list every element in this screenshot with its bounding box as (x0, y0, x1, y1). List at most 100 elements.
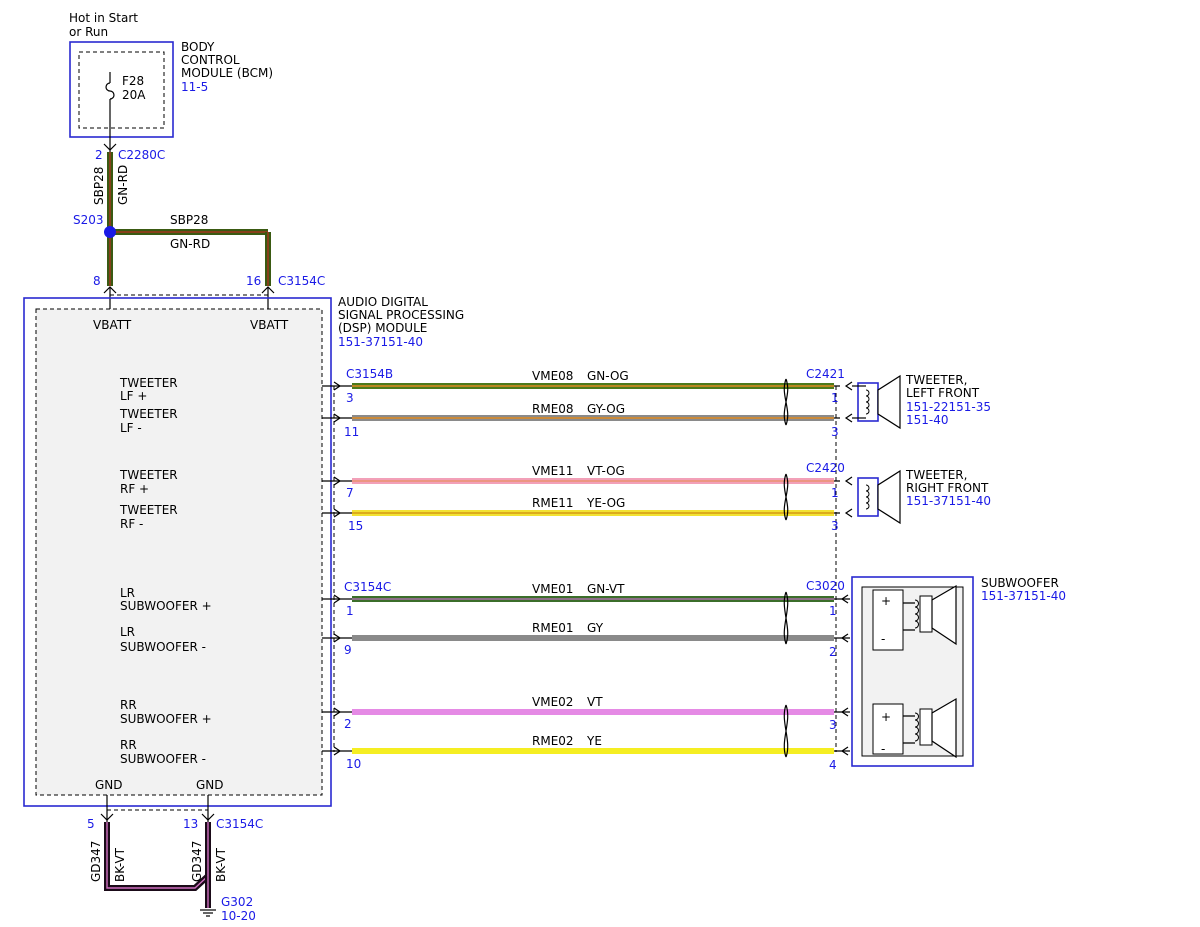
tweeter-right-front[interactable] (857, 469, 901, 525)
pin-label: 9 (344, 643, 352, 657)
sub-minus: - (881, 632, 885, 646)
circuit-label: VME01 (532, 582, 573, 596)
speaker-cone-icon (931, 584, 957, 646)
subwoofer-ref[interactable]: 151-37151-40 (981, 589, 1066, 603)
color-label: YE (586, 734, 602, 748)
circuit-label: VME08 (532, 369, 573, 383)
speaker-coil-icon (865, 484, 870, 510)
ground-ref[interactable]: 10-20 (221, 909, 256, 923)
dsp-name: SIGNAL PROCESSING (338, 308, 464, 322)
twisted-pair-icon (783, 473, 789, 521)
pin-label: 1 (831, 486, 839, 500)
tweeter-lf-ref[interactable]: 151-40 (906, 413, 949, 427)
connector-arrow-icon (100, 813, 114, 821)
ground-point[interactable]: G302 (221, 895, 253, 909)
pin-label: 4 (829, 758, 837, 772)
pin-label: 3 (346, 391, 354, 405)
label-rf-plus: RF + (120, 482, 149, 496)
bcm-connector[interactable]: C2280C (118, 148, 165, 162)
label-lr-plus: SUBWOOFER + (120, 599, 212, 613)
label-lf-minus: LF - (120, 421, 142, 435)
feed-connector[interactable]: C3154C (278, 274, 325, 288)
connector-c3020[interactable]: C3020 (806, 579, 845, 593)
bcm-name: MODULE (BCM) (181, 66, 273, 80)
wire-gd347[interactable] (104, 822, 211, 908)
subwoofer[interactable] (851, 576, 974, 767)
circuit-label: RME11 (532, 496, 574, 510)
feed-pin-a: 8 (93, 274, 101, 288)
tweeter-lf-ref[interactable]: 151-22151-35 (906, 400, 991, 414)
label-rf-minus: TWEETER (119, 503, 178, 517)
label-rr-minus: SUBWOOFER - (120, 752, 206, 766)
label-lr-minus: SUBWOOFER - (120, 640, 206, 654)
ground-icon (200, 909, 216, 917)
label-rf-minus: RF - (120, 517, 143, 531)
tweeter-rf-name: RIGHT FRONT (906, 481, 989, 495)
speaker-coil-icon (865, 389, 870, 415)
label-lf-plus: LF + (120, 389, 147, 403)
dsp-ref[interactable]: 151-37151-40 (338, 335, 423, 349)
vbatt-a: VBATT (93, 318, 132, 332)
bcm-ref[interactable]: 11-5 (181, 80, 208, 94)
dsp-name: AUDIO DIGITAL (338, 295, 428, 309)
connector-c2421[interactable]: C2421 (806, 367, 845, 381)
bcm-box[interactable] (69, 41, 174, 138)
ground-pin-b: 13 (183, 817, 198, 831)
feed-color: GN-RD (170, 237, 210, 251)
color-label: GN-OG (587, 369, 629, 383)
feed-color-vertical: GN-RD (116, 165, 130, 205)
gnd-a: GND (95, 778, 123, 792)
sub-plus: + (881, 710, 891, 724)
pin-label: 7 (346, 486, 354, 500)
splice-label: S203 (73, 213, 104, 227)
feed-circuit: SBP28 (170, 213, 208, 227)
label-lr-plus: LR (120, 586, 135, 600)
ground-circuit: GD347 (89, 841, 103, 882)
circuit-label: VME02 (532, 695, 573, 709)
speaker-cone-icon (877, 374, 901, 430)
tweeter-rf-ref[interactable]: 151-37151-40 (906, 494, 991, 508)
dsp-inner (35, 308, 323, 796)
vbatt-b: VBATT (250, 318, 289, 332)
connector-c2420[interactable]: C2420 (806, 461, 845, 475)
label-lr-minus: LR (120, 625, 135, 639)
color-label: GY (587, 621, 604, 635)
label-rr-minus: RR (120, 738, 137, 752)
connector-arrow-icon (333, 381, 342, 391)
connector-arrow-icon (103, 143, 117, 151)
ground-circuit: GD347 (190, 841, 204, 882)
color-label: GN-VT (587, 582, 625, 596)
pin-label: 11 (344, 425, 359, 439)
gnd-b: GND (196, 778, 224, 792)
ground-color: BK-VT (214, 847, 228, 882)
pin-label: 3 (829, 718, 837, 732)
splice-s203[interactable] (104, 226, 116, 238)
connector-c3154c[interactable]: C3154C (344, 580, 391, 594)
label-rr-plus: RR (120, 698, 137, 712)
tweeter-rf-name: TWEETER, (905, 468, 967, 482)
dsp-module-box[interactable] (23, 297, 332, 807)
bcm-inner (78, 51, 165, 129)
ground-connector[interactable]: C3154C (216, 817, 263, 831)
ground-color: BK-VT (113, 847, 127, 882)
circuit-label: VME11 (532, 464, 573, 478)
bcm-power-label: Hot in Start (69, 11, 138, 25)
sub-minus: - (881, 742, 885, 756)
tweeter-lf-name: LEFT FRONT (906, 386, 980, 400)
fuse-id: F28 (122, 74, 144, 88)
bcm-name: CONTROL (181, 53, 240, 67)
bcm-pin: 2 (95, 148, 103, 162)
circuit-label: RME08 (532, 402, 574, 416)
speaker-coil-icon (914, 599, 919, 629)
circuit-label: RME01 (532, 621, 574, 635)
fuse-icon (105, 82, 111, 92)
tweeter-left-front[interactable] (852, 374, 901, 430)
dsp-name: (DSP) MODULE (338, 321, 427, 335)
color-label: VT (587, 695, 603, 709)
feed-circuit-vertical: SBP28 (92, 167, 106, 205)
tweeter-lf-name: TWEETER, (905, 373, 967, 387)
connector-c3154b[interactable]: C3154B (346, 367, 393, 381)
pin-label: 1 (346, 604, 354, 618)
twisted-pair-icon (783, 591, 789, 645)
